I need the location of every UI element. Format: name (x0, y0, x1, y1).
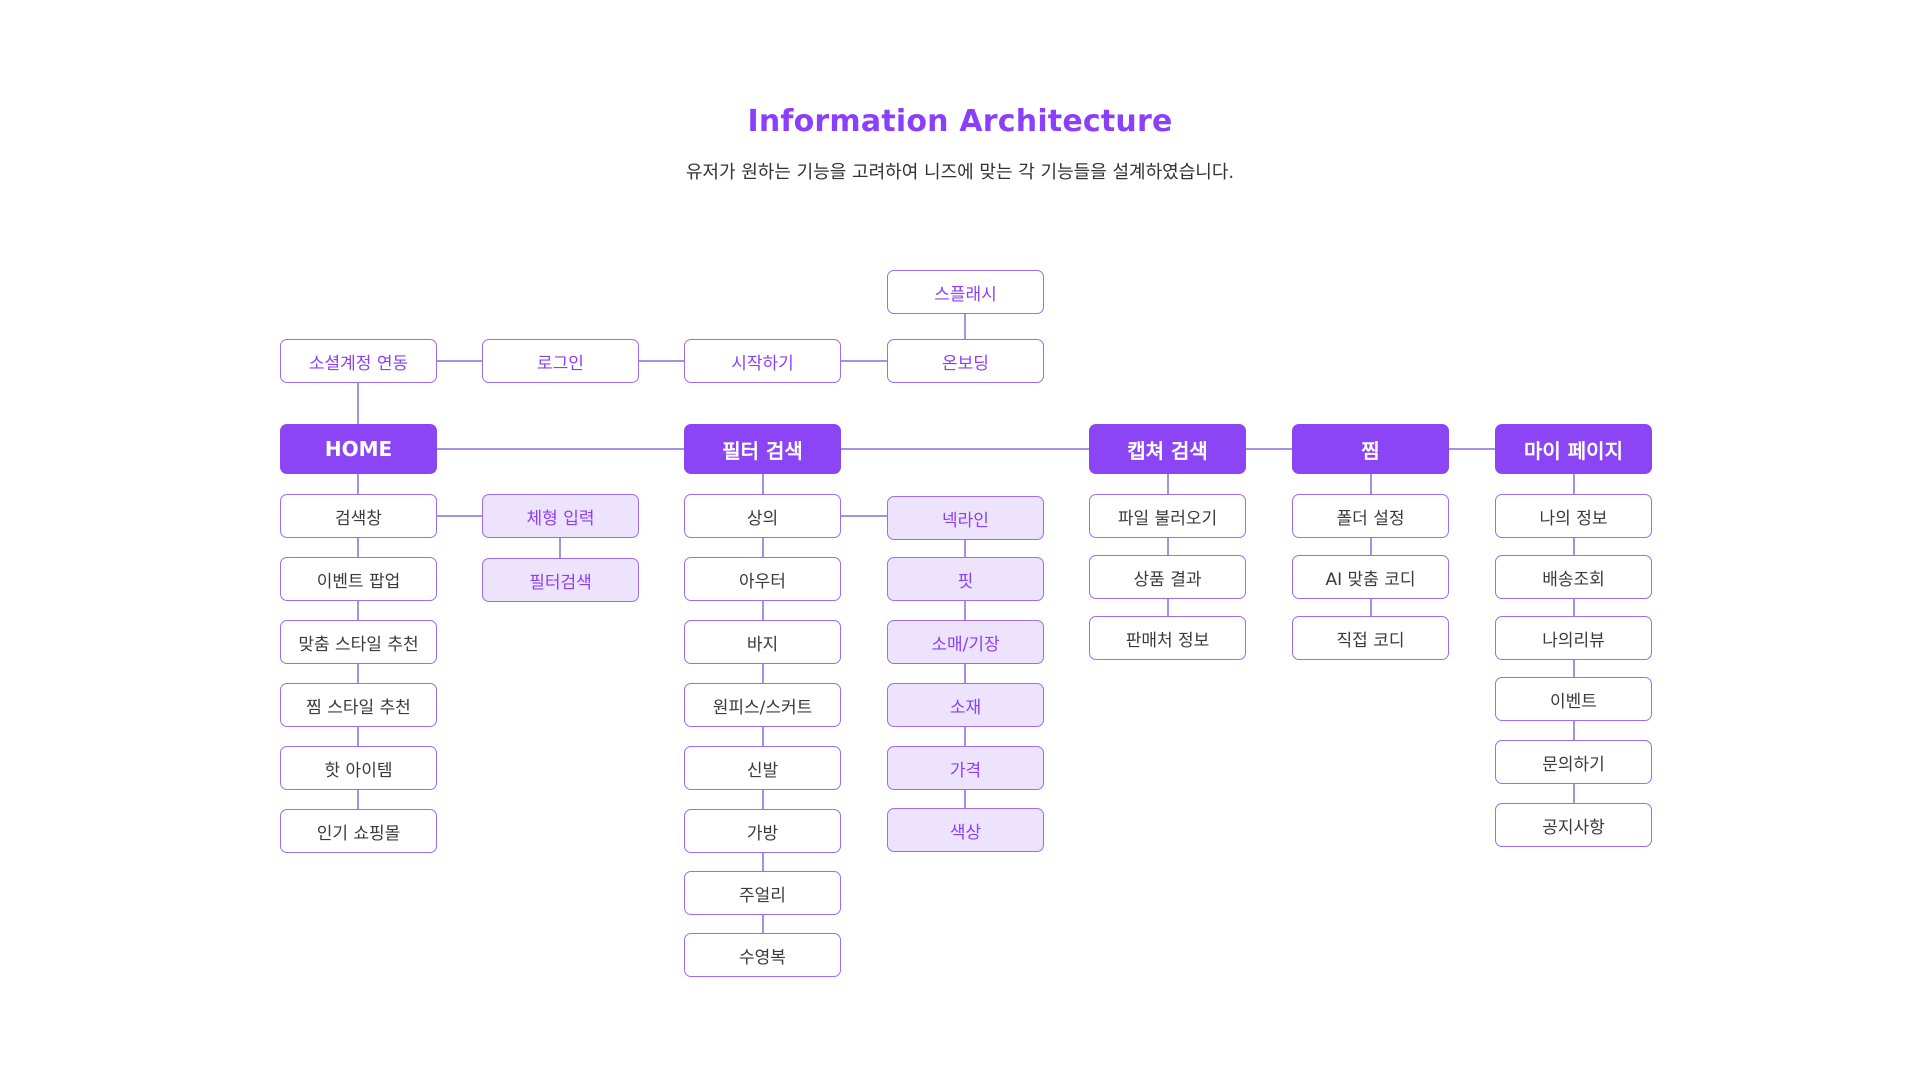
filter-sub-node: 가격 (887, 746, 1044, 790)
filter-sub-node: 소재 (887, 683, 1044, 727)
home-item-node: 찜 스타일 추천 (280, 683, 437, 727)
page-subtitle: 유저가 원하는 기능을 고려하여 니즈에 맞는 각 기능들을 설계하였습니다. (685, 162, 1235, 183)
page-title: Information Architecture (747, 104, 1173, 139)
zzim-item-node: 직접 코디 (1292, 616, 1449, 660)
zzim-node: 찜 (1292, 424, 1449, 474)
social-login-node: 소셜계정 연동 (280, 339, 437, 383)
zzim-item-node: 폴더 설정 (1292, 494, 1449, 538)
mypage-item-node: 배송조회 (1495, 555, 1652, 599)
home-item-node: 맞춤 스타일 추천 (280, 620, 437, 664)
start-node: 시작하기 (684, 339, 841, 383)
mypage-item-node: 공지사항 (1495, 803, 1652, 847)
filter-search-node: 필터 검색 (684, 424, 841, 474)
capture-item-node: 상품 결과 (1089, 555, 1246, 599)
mypage-item-node: 이벤트 (1495, 677, 1652, 721)
filter-item-node: 아우터 (684, 557, 841, 601)
filter-item-node: 원피스/스커트 (684, 683, 841, 727)
mypage-item-node: 나의리뷰 (1495, 616, 1652, 660)
zzim-item-node: AI 맞춤 코디 (1292, 555, 1449, 599)
filter-sub-node: 소매/기장 (887, 620, 1044, 664)
filter-item-node: 바지 (684, 620, 841, 664)
filter-sub-node: 넥라인 (887, 496, 1044, 540)
home-item-node: 이벤트 팝업 (280, 557, 437, 601)
capture-item-node: 파일 불러오기 (1089, 494, 1246, 538)
filter-item-node: 가방 (684, 809, 841, 853)
capture-search-node: 캡쳐 검색 (1089, 424, 1246, 474)
home-sub-node: 체형 입력 (482, 494, 639, 538)
filter-sub-node: 핏 (887, 557, 1044, 601)
home-item-node: 인기 쇼핑몰 (280, 809, 437, 853)
filter-item-node: 주얼리 (684, 871, 841, 915)
mypage-item-node: 문의하기 (1495, 740, 1652, 784)
filter-item-node: 신발 (684, 746, 841, 790)
mypage-node: 마이 페이지 (1495, 424, 1652, 474)
filter-sub-node: 색상 (887, 808, 1044, 852)
home-item-node: 핫 아이템 (280, 746, 437, 790)
filter-item-node: 상의 (684, 494, 841, 538)
mypage-item-node: 나의 정보 (1495, 494, 1652, 538)
home-sub-node: 필터검색 (482, 558, 639, 602)
login-node: 로그인 (482, 339, 639, 383)
onboarding-node: 온보딩 (887, 339, 1044, 383)
home-node: HOME (280, 424, 437, 474)
home-item-node: 검색창 (280, 494, 437, 538)
filter-item-node: 수영복 (684, 933, 841, 977)
capture-item-node: 판매처 정보 (1089, 616, 1246, 660)
splash-node: 스플래시 (887, 270, 1044, 314)
